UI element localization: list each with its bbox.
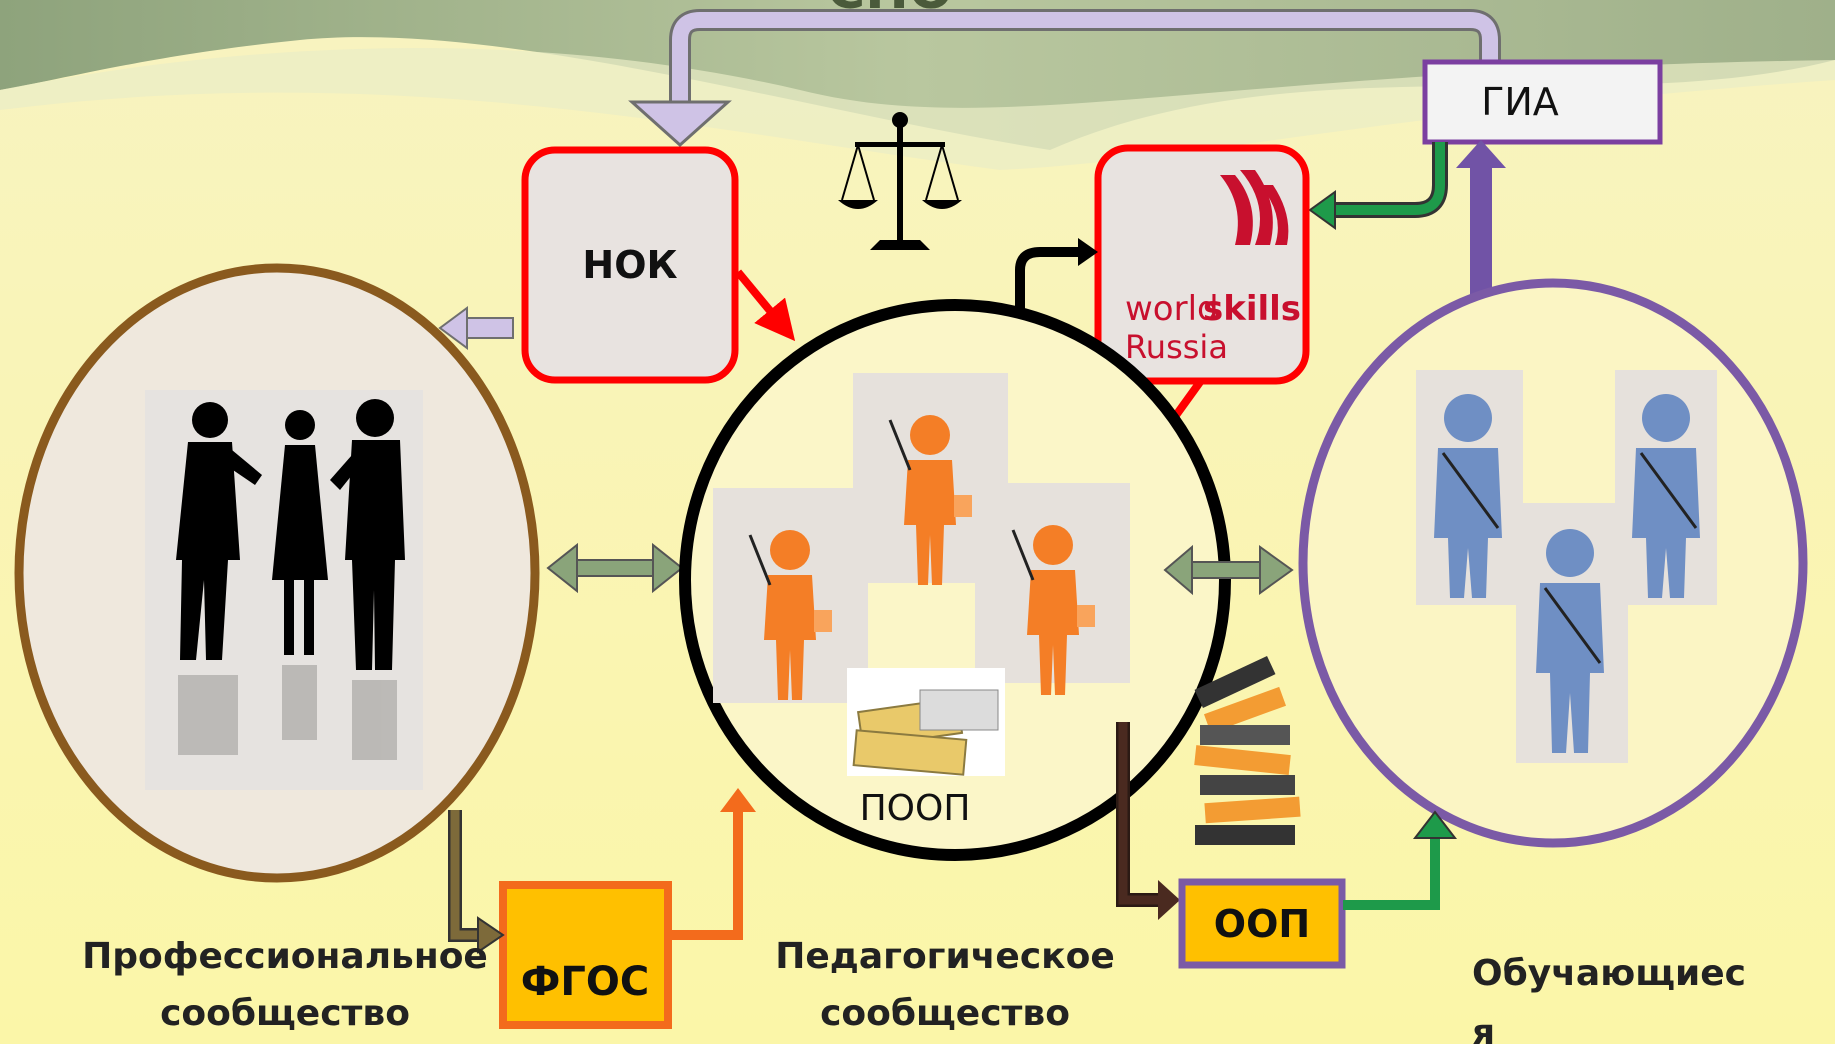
pedagogical-students-double-arrow xyxy=(1163,544,1294,596)
student-icon xyxy=(1632,394,1700,598)
fgos-label: ФГОС xyxy=(521,959,650,1005)
worldskills-world: world xyxy=(1125,289,1219,329)
folders-icon xyxy=(852,689,999,776)
oop-label: ООП xyxy=(1214,902,1310,946)
nok-label: НОК xyxy=(582,243,677,287)
poop-label: ПООП xyxy=(860,788,971,829)
header-wave-light xyxy=(0,48,1835,170)
pedagogical-to-worldskills-arrow xyxy=(1015,247,1080,318)
nok-to-professional-arrow xyxy=(464,317,514,339)
professional-caption-line1: Профессиональное xyxy=(82,936,488,977)
gia-to-nok-arrowhead xyxy=(628,100,732,148)
worldskills-skills: skills xyxy=(1203,289,1301,329)
pedagogical-caption-line2: сообщество xyxy=(820,993,1070,1034)
fgos-to-pedagogical-arrow xyxy=(668,810,743,940)
fgos-box xyxy=(499,881,672,1029)
binders-stack-icon xyxy=(1194,656,1301,845)
silhouette-reflection xyxy=(178,665,397,760)
worldskills-logo-icon xyxy=(1220,170,1289,245)
student-icon xyxy=(1434,394,1502,598)
students-caption-line2: я xyxy=(1472,1012,1495,1044)
professional-pedagogical-double-arrow xyxy=(546,542,684,594)
professional-caption-line2: сообщество xyxy=(160,993,410,1034)
oop-box xyxy=(1178,878,1346,969)
teacher-icon xyxy=(888,415,972,585)
gia-label: ГИА xyxy=(1481,80,1559,124)
students-to-gia-arrow xyxy=(1470,165,1492,300)
oop-to-students-arrow xyxy=(1343,835,1440,910)
pedagogical-caption-line1: Педагогическое xyxy=(775,936,1115,977)
header-wave xyxy=(0,0,1835,150)
teacher-icon xyxy=(748,530,832,700)
teacher-icon xyxy=(1011,525,1095,695)
scales-icon xyxy=(838,112,962,250)
students-caption-line1: Обучающиес xyxy=(1472,953,1746,994)
student-icon xyxy=(1536,529,1604,753)
worldskills-russia: Russia xyxy=(1125,328,1228,366)
nok-to-pedagogical-arrow xyxy=(734,269,796,342)
people-silhouettes-icon xyxy=(176,399,405,670)
worldskills-box xyxy=(1094,144,1310,385)
gia-box xyxy=(1422,59,1663,145)
nok-box xyxy=(521,146,739,384)
